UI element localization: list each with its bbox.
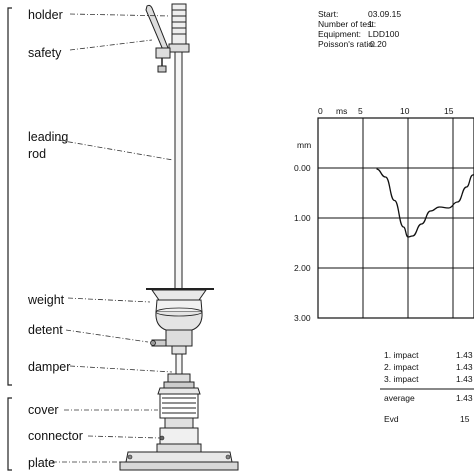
holder-leader [69,13,171,17]
detent-leader [65,329,149,343]
y-unit: mm [297,140,312,150]
leader-lines [52,13,174,463]
info-start-key: Start: [318,9,339,19]
x-tick-5: 5 [358,106,363,116]
label-leading: leading [28,130,69,144]
graph-frame [317,117,474,319]
result-3-label: 3. impact [384,374,419,384]
x-unit: ms [336,106,348,116]
label-damper: damper [28,360,71,374]
label-rod: rod [28,147,47,161]
upper-bracket [7,7,12,386]
label-detent: detent [28,323,63,337]
result-1-value: 1.43 [456,350,473,360]
x-tick-0: 0 [318,106,323,116]
damper-leader [69,365,173,373]
x-tick-10: 10 [400,106,410,116]
label-holder: holder [28,8,63,22]
weight-leader [67,297,151,303]
result-average-label: average [384,393,415,403]
info-poisson-key: Poisson's ratio: [318,39,376,49]
detent [150,329,193,355]
info-equipment-value: LDD100 [368,29,400,39]
connector [156,417,202,453]
result-evd-value: 15 [460,414,470,424]
safety-lever [145,4,171,73]
lower-bracket [7,397,12,471]
result-2-value: 1.43 [456,362,473,372]
label-plate: plate [28,456,56,470]
leading-rod [174,51,183,291]
lower-rod [175,353,183,375]
info-equipment-key: Equipment: [318,29,361,39]
y-tick-0: 0.00 [294,163,311,173]
label-cover: cover [28,403,59,417]
curve-points [376,169,474,237]
label-connector: connector [28,429,83,443]
result-average-value: 1.43 [456,393,473,403]
connector-leader [87,435,161,439]
deflection-curve [376,168,474,238]
result-1-label: 1. impact [384,350,419,360]
info-tests-value: 1 [368,19,373,29]
damper [157,373,201,419]
info-tests-key: Number of test: [318,19,377,29]
y-tick-2: 2.00 [294,263,311,273]
load-plate [119,451,239,471]
y-tick-1: 1.00 [294,213,311,223]
info-start-value: 03.09.15 [368,9,402,19]
result-3-value: 1.43 [456,374,473,384]
result-evd-label: Evd [384,414,399,424]
safety-leader [69,39,153,51]
leading-rod-leader [57,139,174,161]
x-tick-15: 15 [444,106,454,116]
holder-grip [168,3,190,53]
label-weight: weight [28,293,65,307]
falling-weight [146,288,214,331]
label-safety: safety [28,46,62,60]
result-2-label: 2. impact [384,362,419,372]
info-poisson-value: 0.20 [370,39,387,49]
y-tick-3: 3.00 [294,313,311,323]
